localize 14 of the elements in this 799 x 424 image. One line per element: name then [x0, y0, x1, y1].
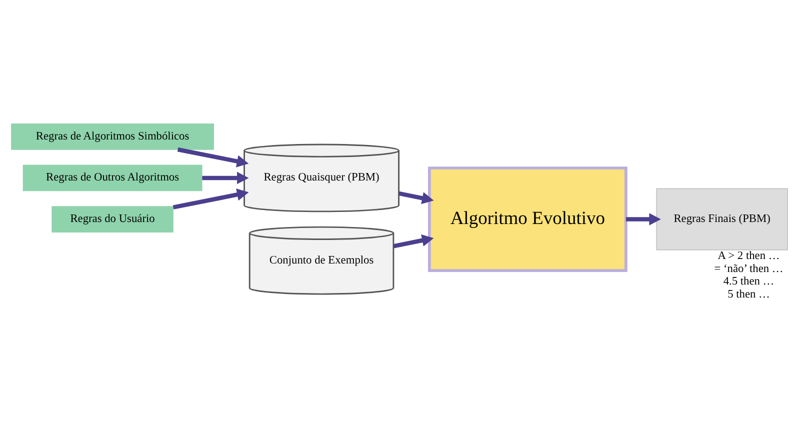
- arrow: [393, 234, 434, 248]
- node-label: = ‘não’ then …: [714, 262, 784, 274]
- node-label: 4.5 then …: [723, 275, 774, 288]
- node-box: Regras do Usuário: [52, 206, 174, 232]
- node-box: Algoritmo Evolutivo: [428, 166, 628, 272]
- arrow: [626, 212, 661, 225]
- node-box: Regras Finais (PBM): [656, 188, 788, 250]
- arrow: [172, 188, 249, 209]
- arrow: [398, 190, 434, 204]
- node-box: Regras de Algoritmos Simbólicos: [11, 123, 214, 150]
- node-label: 5 then …: [728, 288, 770, 300]
- node-box: Regras de Outros Algoritmos: [22, 164, 202, 191]
- node-label: A > 2 then …: [718, 250, 780, 262]
- arrow: [202, 171, 249, 184]
